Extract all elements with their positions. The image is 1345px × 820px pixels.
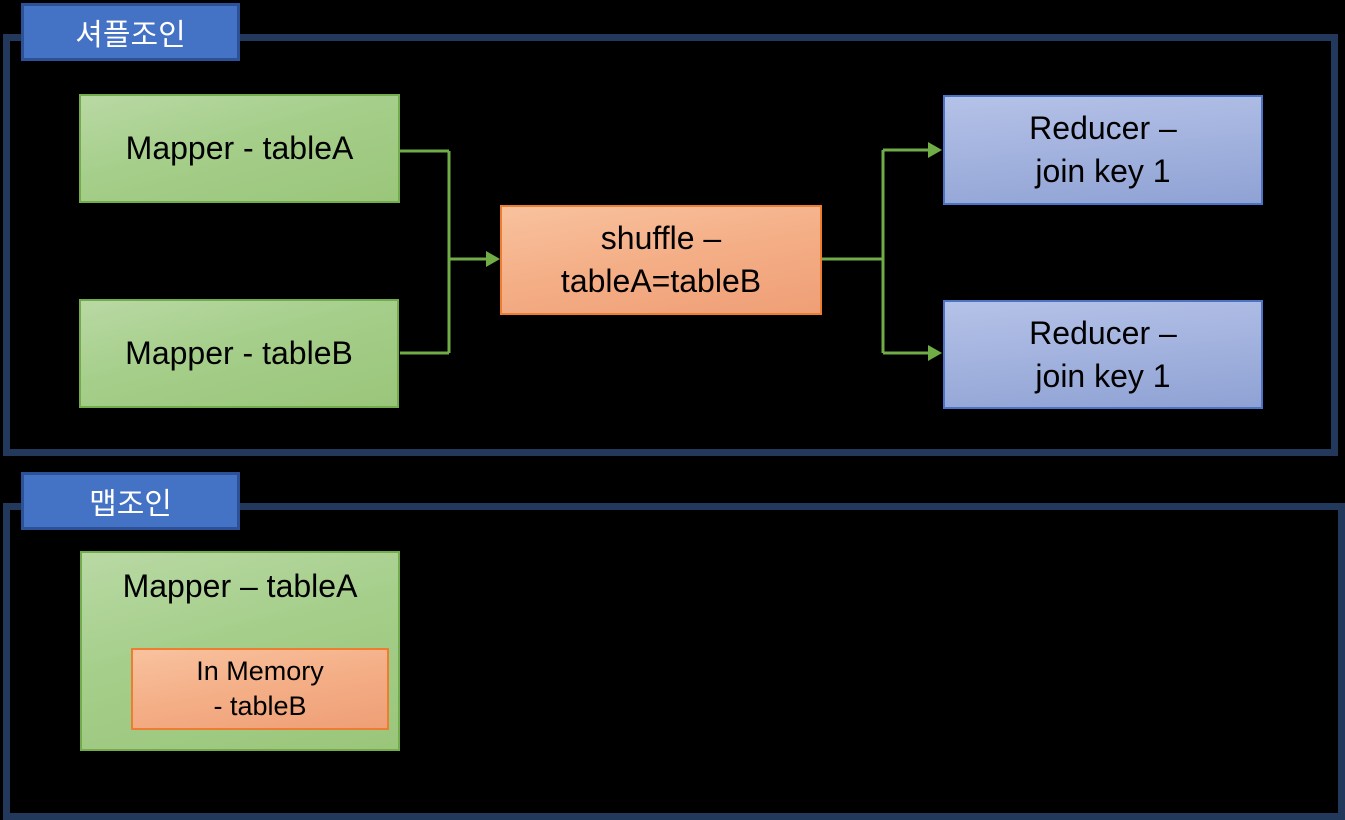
reducer-2-text-line1: Reducer – (1029, 314, 1177, 351)
reducer-2-node: Reducer – join key 1 (943, 300, 1263, 409)
mapper-tableb-text: Mapper - tableB (125, 335, 353, 372)
shuffle-node: shuffle – tableA=tableB (500, 205, 822, 315)
shuffle-join-section-label: 셔플조인 (21, 3, 240, 61)
shuffle-text-line2: tableA=tableB (560, 263, 762, 299)
map-join-label-text: 맵조인 (89, 488, 172, 521)
mapper-tablea-node: Mapper - tableA (79, 94, 400, 203)
mapper-tablea-text: Mapper - tableA (125, 130, 354, 167)
shuffle-join-label-text: 셔플조인 (75, 19, 186, 52)
in-memory-tableb-node: In Memory - tableB (131, 648, 389, 730)
reducer-1-text-line2: join key 1 (1035, 153, 1171, 189)
map-join-section-frame (3, 503, 1345, 820)
shuffle-text-line1: shuffle – (600, 220, 722, 257)
reducer-1-text-line1: Reducer – (1029, 110, 1177, 147)
reducer-1-node: Reducer – join key 1 (943, 95, 1263, 205)
shuffle-join-section-frame (3, 34, 1338, 456)
mapper-tableb-node: Mapper - tableB (79, 299, 399, 408)
reducer-2-text-line2: join key 1 (1035, 357, 1171, 394)
in-memory-text-line2: - tableB (213, 691, 307, 721)
in-memory-text-line1: In Memory (196, 655, 324, 686)
map-join-section-label: 맵조인 (21, 472, 240, 530)
map-join-mapper-tablea-text: Mapper – tableA (122, 568, 358, 604)
